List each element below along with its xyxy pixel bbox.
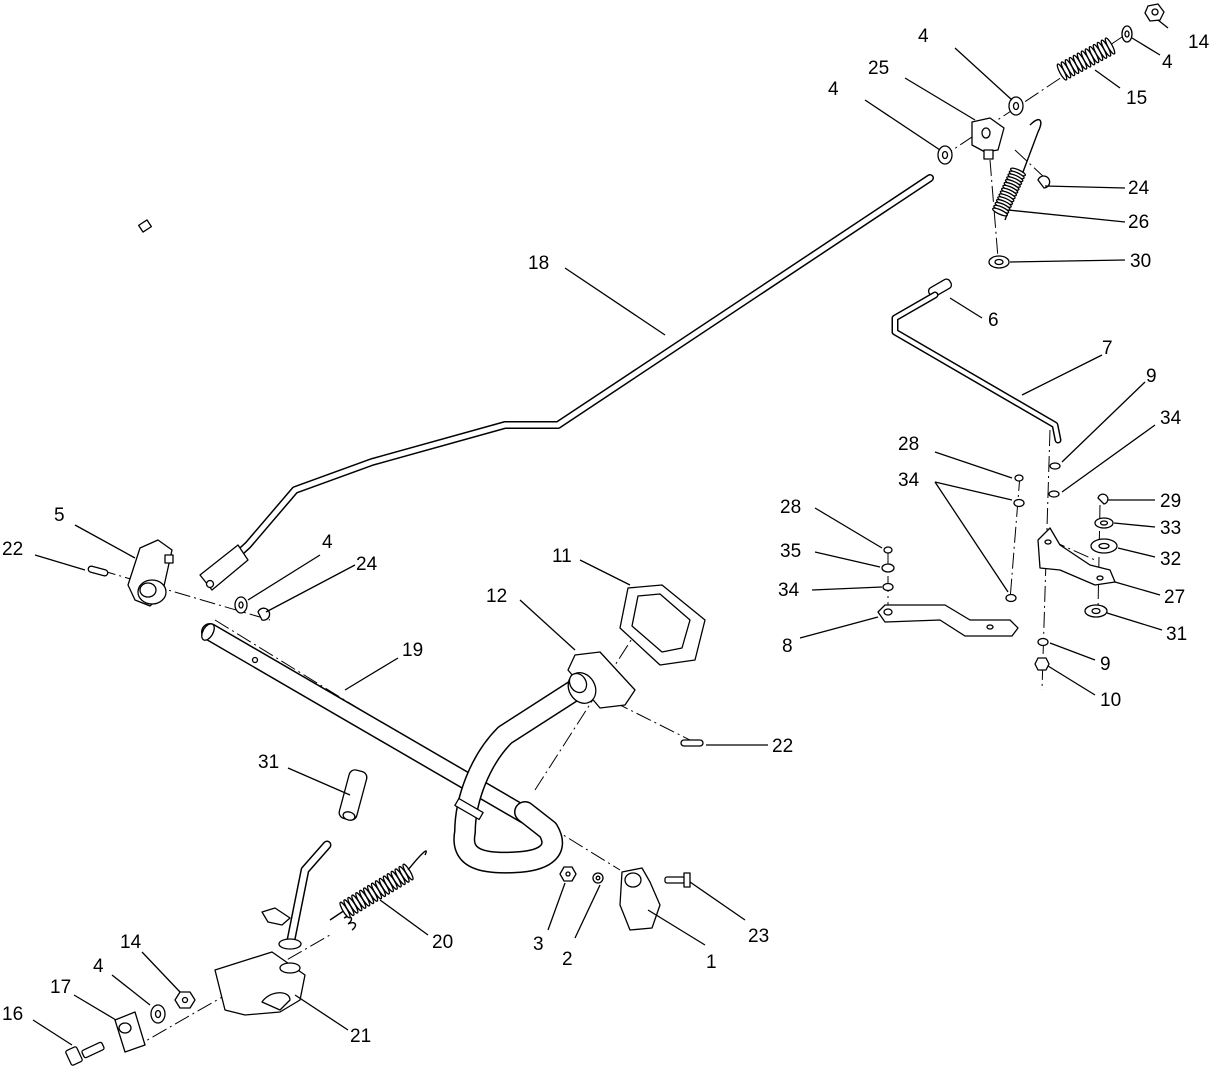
callout-14-bottom: 14 [120,932,142,953]
link-part-27 [1037,527,1116,586]
callout-11: 11 [552,546,572,567]
washer-part-4-b [1008,96,1024,116]
callout-31: 31 [258,752,279,773]
callout-34-right: 34 [1160,408,1182,429]
callout-24-top: 24 [1128,178,1150,199]
callout-3: 3 [533,934,544,955]
callout-4-d: 4 [322,532,333,553]
pin-part-22-right [680,739,704,747]
callout-9-bottom: 9 [1100,654,1111,675]
callout-20: 16 [2,1004,23,1025]
callout-16: 18 [528,253,549,274]
bolt-part-23 [664,872,691,888]
callout-28-left: 28 [780,497,801,518]
washer-part-30-top [988,255,1010,269]
callout-26: 26 [1128,212,1149,233]
clip-part-29 [1097,493,1109,505]
callout-10: 10 [1100,690,1121,711]
callout-29: 29 [1160,491,1181,512]
callout-4-b: 4 [918,26,929,47]
nut-part-14-bottom [174,991,196,1009]
rod-part-7 [891,291,1062,444]
pedal-arm [453,679,586,874]
callout-25: 25 [868,58,889,79]
nut-part-3 [559,866,577,882]
callout-17: 19 [402,640,423,661]
bracket-part-1 [619,867,661,931]
washer-part-2 [592,872,604,884]
leader-lines [32,19,1169,1046]
washer-part-30-right [1084,604,1108,618]
washer-part-33 [1094,517,1114,529]
callout-30-right: 31 [1166,624,1187,645]
callout-30-top: 30 [1130,251,1151,272]
clip-part-24-top [1037,175,1051,189]
washer-part-32 [1090,538,1118,554]
washer-part-4-a [1121,25,1133,43]
callout-9-top: 9 [1146,366,1157,387]
arm-part-5 [127,539,174,607]
callout-22-right: 22 [772,736,793,757]
lever-grip-part-31 [338,769,368,821]
callout-24-left: 24 [356,554,378,575]
callout-28-mid: 28 [898,434,919,455]
callout-4-a: 4 [1162,52,1173,73]
callout-27: 27 [1164,587,1185,608]
washer-part-4-c [937,145,953,165]
washer-part-4-left [234,596,248,614]
callout-33: 33 [1160,518,1181,539]
spring-coil [402,863,414,881]
plate-part-19 [214,951,306,1016]
bracket-part-21 [114,1011,146,1053]
spring-part-15 [1056,37,1116,81]
callout-35: 35 [780,541,801,562]
spring-hook-part-24 [1004,118,1042,221]
callout-4-e: 4 [93,956,104,977]
pin-part-22-left [87,565,109,577]
spring-part-18 [329,850,427,931]
spring-coil [1104,37,1116,55]
callout-23: 23 [748,926,769,947]
callout-4-c: 4 [828,79,839,100]
spring-part-26 [991,167,1027,217]
callout-8: 8 [782,636,793,657]
callout-6: 6 [988,310,999,331]
callout-19: 21 [350,1026,371,1047]
spring-coil [991,207,1009,217]
shift-lever [261,840,332,950]
clip-part-24-left [257,607,271,621]
washer-part-4-bottom [150,1004,166,1024]
callout-32: 32 [1160,549,1181,570]
callout-12: 12 [486,586,507,607]
callout-5: 5 [54,505,65,526]
callout-34-mid: 34 [898,470,920,491]
callout-15: 15 [1126,88,1147,109]
small-hardware-right [881,462,1061,671]
callout-22-left: 22 [2,539,23,560]
callout-labels: 14 4 4 15 25 4 24 26 30 18 6 7 9 34 28 3… [2,26,1210,1047]
callout-1: 1 [706,952,717,973]
pedal-plate-part-12 [567,651,636,709]
callout-14-top: 14 [1188,32,1210,53]
link-part-8 [877,604,1019,637]
pedal-pad-part-11 [619,584,706,666]
nut-part-14-top [1144,3,1165,22]
bolt-part-20 [65,1041,105,1066]
rod-part-16 [137,174,934,591]
callout-2: 2 [562,949,573,970]
bracket-part-25 [971,117,1005,160]
callout-18: 20 [432,932,453,953]
callout-7: 7 [1102,338,1113,359]
callout-21: 17 [50,977,71,998]
callout-34-left: 34 [778,580,800,601]
